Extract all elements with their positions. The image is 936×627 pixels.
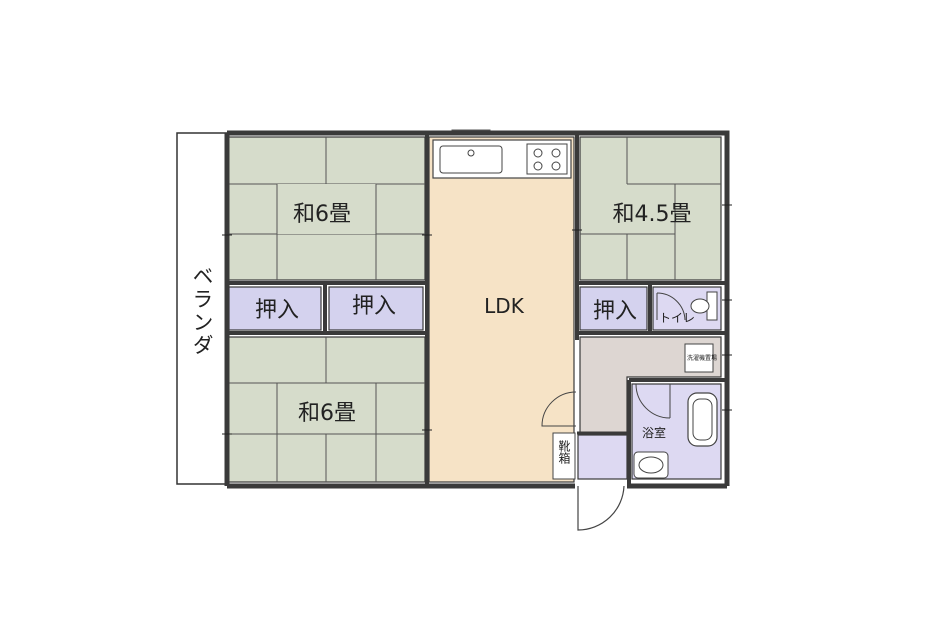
ldk-floor bbox=[428, 136, 575, 483]
closet-3-label: 押入 bbox=[593, 299, 637, 324]
balcony bbox=[176, 132, 228, 485]
toilet-label: トイレ bbox=[659, 311, 695, 325]
ldk-label: LDK bbox=[484, 294, 525, 318]
shoe-box bbox=[552, 432, 576, 480]
entrance-door bbox=[577, 485, 625, 531]
washer-space bbox=[684, 343, 714, 373]
bathroom-label: 浴室 bbox=[642, 425, 666, 440]
toilet-room bbox=[652, 286, 722, 331]
washitsu-right-label: 和4.5畳 bbox=[613, 202, 692, 227]
closet-2-label: 押入 bbox=[352, 294, 396, 319]
kitchen-counter bbox=[432, 139, 572, 179]
closet-2 bbox=[328, 286, 424, 331]
closet-3 bbox=[579, 286, 648, 331]
outer-walls bbox=[224, 130, 730, 489]
washitsu-top-left-label: 和6畳 bbox=[293, 202, 351, 227]
washitsu-bottom-left-label: 和6畳 bbox=[298, 401, 356, 426]
washitsu-right bbox=[579, 136, 722, 281]
ldk-door bbox=[541, 391, 577, 427]
entrance-floor bbox=[577, 434, 628, 480]
washer-space-label: 洗濯機置場 bbox=[687, 354, 717, 362]
window-marks bbox=[222, 204, 732, 435]
balcony-label: ベランダ bbox=[190, 265, 214, 357]
shoe-box-label: 靴箱 bbox=[557, 440, 571, 464]
bathroom bbox=[631, 383, 722, 480]
washitsu-top-left bbox=[227, 136, 426, 281]
closet-1-label: 押入 bbox=[255, 298, 299, 323]
